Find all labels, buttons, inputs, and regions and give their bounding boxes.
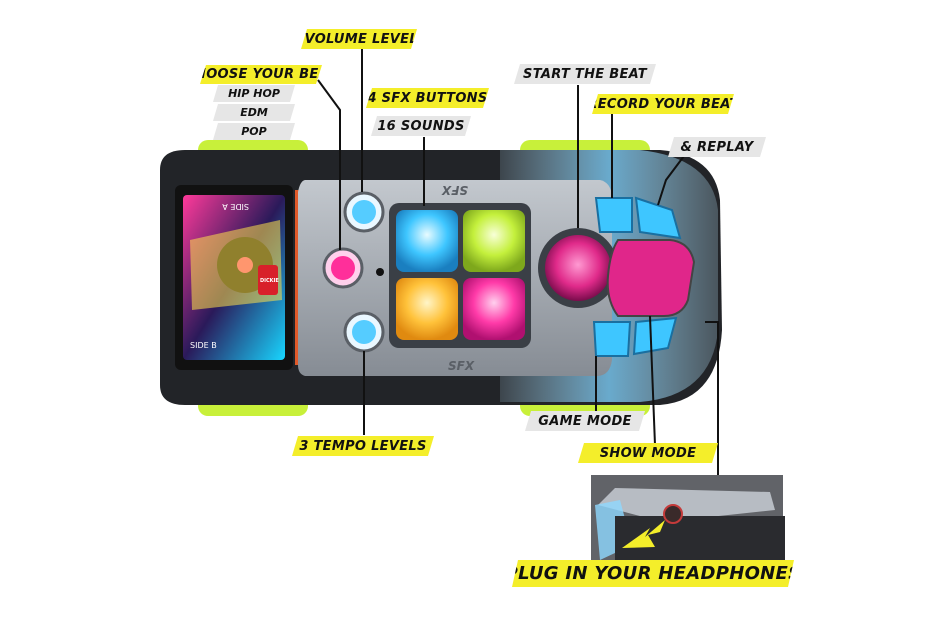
genre-pop: POP	[213, 123, 295, 140]
game-mode-label: GAME MODE	[525, 411, 645, 431]
brand-text: DICKIE	[260, 278, 279, 284]
show-mode-button[interactable]	[606, 239, 696, 317]
replay-button[interactable]	[634, 196, 682, 240]
genre-hip-hop: HIP HOP	[213, 85, 295, 102]
tempo-button[interactable]	[343, 311, 385, 353]
tempo-levels-label: 3 TEMPO LEVELS	[292, 436, 434, 456]
aux-blue-button[interactable]	[632, 316, 678, 356]
volume-levels-label: 4 VOLUME LEVELS	[301, 29, 417, 49]
sfx-top-label: SFX	[441, 183, 468, 197]
start-beat-button[interactable]	[538, 228, 618, 308]
beat-select-button[interactable]	[322, 247, 364, 289]
indicator-dot	[376, 268, 384, 276]
sfx-pad-orange[interactable]	[396, 278, 458, 340]
record-button[interactable]	[594, 197, 633, 233]
show-mode-label: SHOW MODE	[578, 443, 718, 463]
leader-lines	[317, 47, 719, 475]
sfx-pad-pink[interactable]	[463, 278, 525, 340]
headphones-label: PLUG IN YOUR HEADPHONES	[512, 560, 794, 587]
headphone-jack	[663, 504, 683, 524]
sfx-bottom-label: SFX	[448, 359, 475, 373]
sfx-pad-blue[interactable]	[396, 210, 458, 272]
arrow-icon	[622, 520, 665, 548]
volume-button[interactable]	[343, 191, 385, 233]
side-a-text: SIDE A	[222, 202, 249, 211]
replay-label: & REPLAY	[668, 137, 766, 157]
choose-beat-label: CHOOSE YOUR BEAT	[185, 67, 337, 82]
headphone-jack-photo	[591, 475, 785, 575]
sfx-buttons-label: 4 SFX BUTTONS	[366, 88, 489, 108]
game-mode-button[interactable]	[592, 321, 632, 357]
sounds-label: 16 SOUNDS	[371, 116, 471, 136]
record-beat-label: RECORD YOUR BEAT	[592, 94, 734, 114]
genre-edm: EDM	[213, 104, 295, 121]
start-beat-label: START THE BEAT	[514, 64, 656, 84]
side-b-text: SIDE B	[190, 341, 217, 350]
sfx-pad-green[interactable]	[463, 210, 525, 272]
brand-logo: DICKIE	[258, 265, 279, 295]
